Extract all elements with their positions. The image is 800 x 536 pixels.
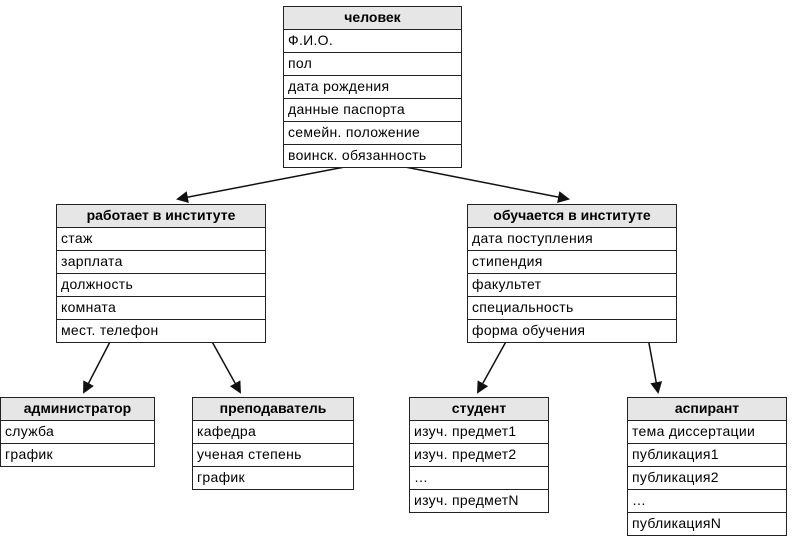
entity-works: работает в институте стаж зарплата должн… <box>56 204 266 343</box>
entity-person-title: человек <box>284 7 461 30</box>
grad-field: … <box>628 490 786 513</box>
person-field: пол <box>284 53 461 76</box>
student-field: … <box>410 467 548 490</box>
person-field: данные паспорта <box>284 99 461 122</box>
works-field: мест. телефон <box>61 322 159 338</box>
entity-grad-title: аспирант <box>628 398 786 421</box>
teacher-field: кафедра <box>193 421 353 444</box>
grad-field: тема диссертации <box>628 421 786 444</box>
student-field: изуч. предметN <box>414 492 519 508</box>
entity-studies-title: обучается в институте <box>468 205 676 228</box>
teacher-field: график <box>197 469 245 485</box>
arrow-person-to-studies <box>399 165 570 203</box>
works-field: комната <box>57 297 265 320</box>
person-field: семейн. положение <box>284 122 461 145</box>
entity-admin-title: администратор <box>1 398 154 421</box>
person-field: Ф.И.О. <box>284 30 461 53</box>
entity-student: студент изуч. предмет1 изуч. предмет2 … … <box>409 397 549 513</box>
studies-field: форма обучения <box>472 322 586 338</box>
entity-teacher: преподаватель кафедра ученая степень гра… <box>192 397 354 490</box>
admin-field: график <box>5 446 53 462</box>
teacher-field: ученая степень <box>193 444 353 467</box>
studies-field: стипендия <box>468 251 676 274</box>
student-field: изуч. предмет1 <box>410 421 548 444</box>
arrow-studies-to-grad <box>647 337 663 394</box>
works-field: стаж <box>57 228 265 251</box>
person-field: воинск. обязанность <box>288 147 427 163</box>
arrow-person-to-works <box>176 165 351 204</box>
admin-field: служба <box>1 421 154 444</box>
entity-grad: аспирант тема диссертации публикация1 пу… <box>627 397 787 536</box>
studies-field: факультет <box>468 274 676 297</box>
student-field: изуч. предмет2 <box>410 444 548 467</box>
works-field: должность <box>57 274 265 297</box>
arrow-works-to-admin <box>83 337 113 394</box>
grad-field: публикация1 <box>628 444 786 467</box>
entity-person: человек Ф.И.О. пол дата рождения данные … <box>283 6 462 168</box>
grad-field: публикацияN <box>628 513 786 536</box>
entity-studies: обучается в институте дата поступления с… <box>467 204 677 343</box>
entity-admin: администратор служба график <box>0 397 155 467</box>
works-field: зарплата <box>57 251 265 274</box>
studies-field: дата поступления <box>468 228 676 251</box>
entity-works-title: работает в институте <box>57 205 265 228</box>
entity-teacher-title: преподаватель <box>193 398 353 421</box>
person-field: дата рождения <box>284 76 461 99</box>
arrow-works-to-teacher <box>209 337 241 394</box>
studies-field: специальность <box>468 297 676 320</box>
entity-student-title: студент <box>410 398 548 421</box>
grad-field: публикация2 <box>628 467 786 490</box>
arrow-studies-to-student <box>477 337 509 394</box>
